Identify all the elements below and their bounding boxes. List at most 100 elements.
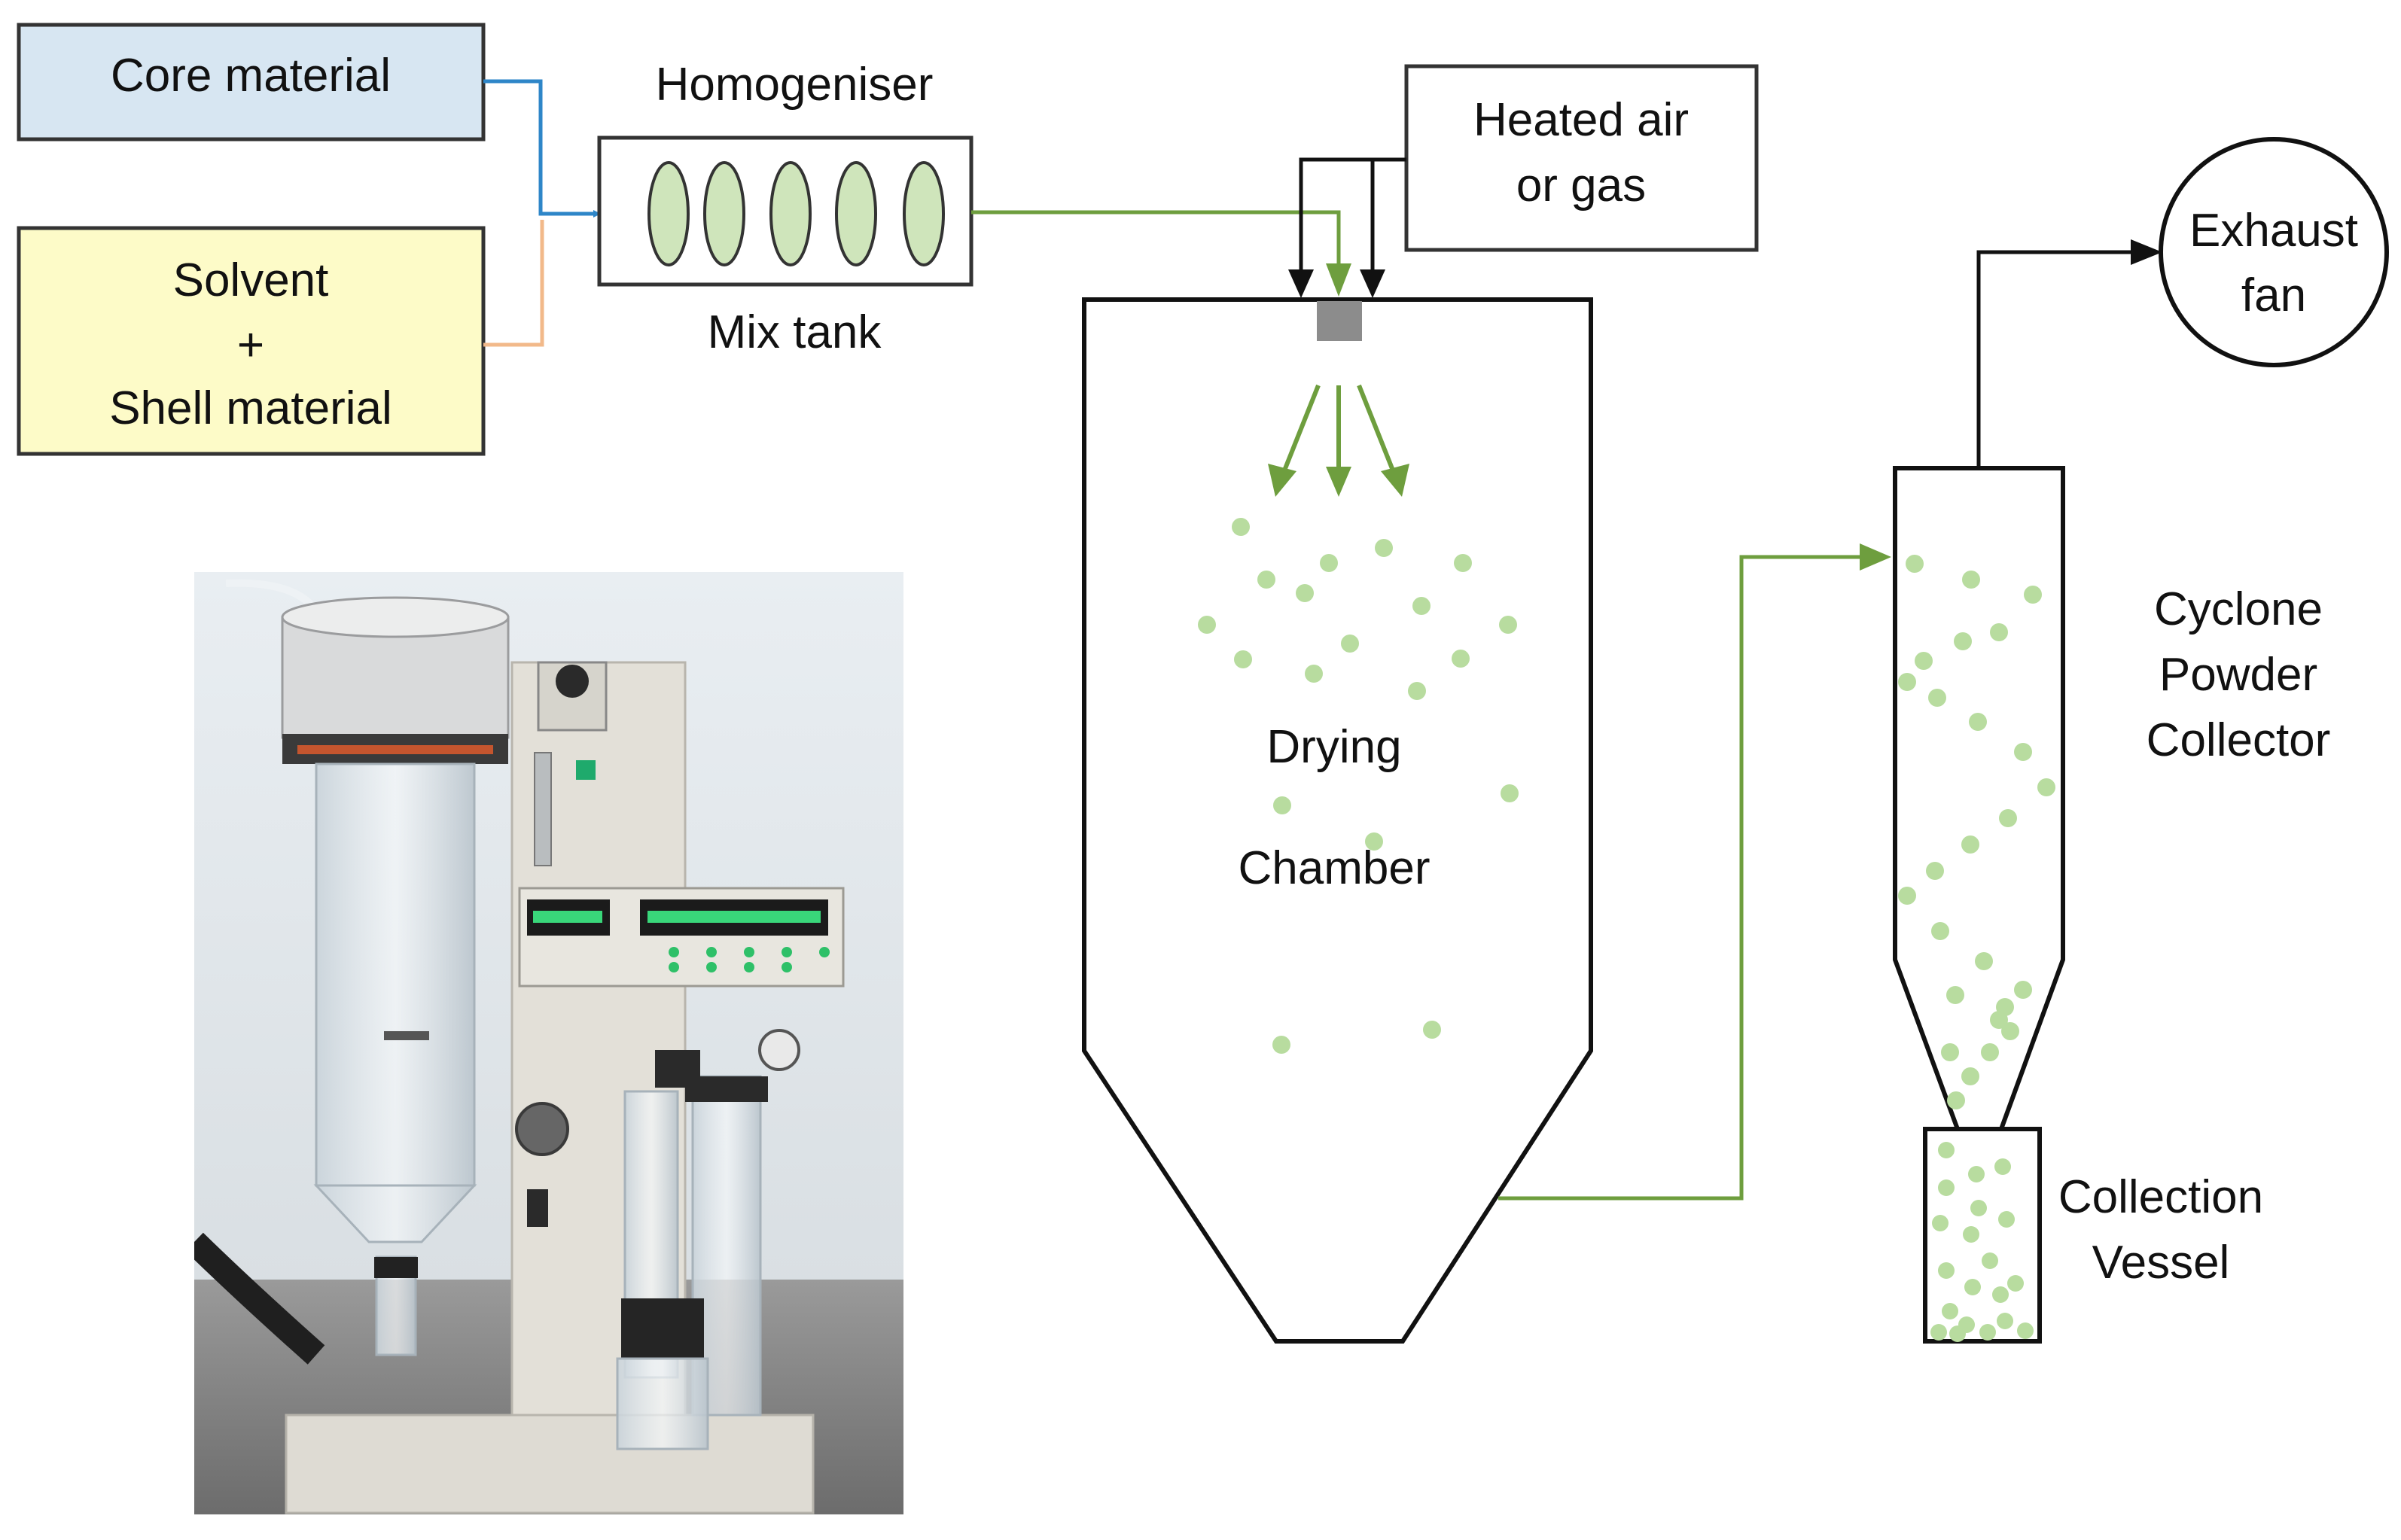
exhaust-fan: Exhaust fan: [2159, 137, 2389, 367]
vessel-particle-13: [1992, 1286, 2009, 1303]
vessel-particle-11: [1964, 1279, 1981, 1295]
drying-particles: [1198, 518, 1519, 1054]
feed-arrowhead: [1326, 263, 1351, 297]
cyclone-particle-11: [2037, 778, 2055, 796]
cyclone-particle-26: [1996, 998, 2014, 1016]
vessel-particle-17: [1930, 1324, 1947, 1341]
cyclone-particle-15: [1898, 887, 1916, 905]
vessel-particle-16: [1997, 1313, 2013, 1329]
drying-particle-16: [1501, 784, 1519, 802]
mix-ellipse-4: [835, 161, 877, 266]
mix-tank-label: Mix tank: [708, 306, 882, 358]
drying-particle-3: [1257, 571, 1275, 589]
vessel-particle-9: [1938, 1262, 1955, 1279]
heated-air-connectors: [1299, 157, 1406, 275]
cyclone-particle-13: [1961, 835, 1979, 854]
vessel-particles: [1930, 1142, 2034, 1342]
feed-line: [971, 210, 1341, 286]
drying-particle-4: [1320, 554, 1338, 572]
vessel-particle-10: [1982, 1252, 1998, 1269]
spray-arrowhead-center: [1326, 467, 1351, 497]
vessel-particle-7: [1963, 1226, 1979, 1243]
drying-particle-14: [1408, 682, 1426, 700]
shell-material-label: Shell material: [109, 382, 392, 434]
vessel-particle-19: [2017, 1322, 2034, 1339]
drying-particle-7: [1341, 635, 1359, 653]
cyclone-particle-6: [1915, 652, 1933, 670]
cyclone-particle-25: [1947, 1091, 1965, 1109]
drying-particle-11: [1234, 650, 1252, 668]
vessel-particle-20: [1949, 1325, 1966, 1342]
drying-chamber: Drying Chamber: [1082, 297, 1593, 1344]
vessel-particle-3: [1968, 1166, 1985, 1182]
heated-air-label-1: Heated air: [1473, 94, 1689, 146]
drying-particle-1: [1232, 518, 1250, 536]
core-material-connector: [483, 79, 601, 218]
spray-arrowhead-right: [1381, 464, 1409, 497]
cyclone-particle-18: [2014, 981, 2032, 999]
heated-air-box: Heated air or gas: [1404, 64, 1759, 252]
cyclone-particle-4: [1954, 632, 1972, 650]
core-material-box: Core material: [17, 23, 486, 142]
cyclone-particle-7: [1898, 673, 1916, 691]
heated-air-label-2: or gas: [1516, 160, 1646, 212]
plus-label: +: [237, 319, 264, 371]
chamber-outlet-line: [1498, 555, 1875, 1201]
vessel-particle-1: [1938, 1142, 1955, 1158]
exhaust-arrowhead: [2131, 239, 2162, 265]
drying-particle-13: [1452, 650, 1470, 668]
cyclone-particle-21: [1941, 1043, 1959, 1061]
vessel-particle-18: [1979, 1324, 1996, 1341]
drying-particle-19: [1423, 1021, 1441, 1039]
cyclone-particle-2: [1962, 571, 1980, 589]
cyclone-particle-24: [1961, 1067, 1979, 1085]
cyclone-particle-9: [1969, 713, 1987, 731]
cyclone-particle-8: [1928, 689, 1946, 707]
cyclone-particles: [1898, 555, 2055, 1109]
vessel-particle-5: [1970, 1200, 1987, 1216]
drying-particle-5: [1296, 584, 1314, 602]
cyclone-particle-23: [2001, 1022, 2019, 1040]
drying-particle-10: [1499, 616, 1517, 634]
vessel-particle-8: [1998, 1211, 2015, 1228]
drying-particle-18: [1272, 1036, 1290, 1054]
drying-particle-15: [1273, 796, 1291, 814]
cyclone-particle-19: [1946, 986, 1964, 1004]
mix-ellipse-1: [647, 161, 690, 266]
drying-particle-2: [1375, 539, 1393, 557]
cyclone-particle-14: [1926, 862, 1944, 880]
drying-particle-12: [1305, 665, 1323, 683]
collection-label: Collection: [2058, 1171, 2263, 1223]
drying-label: Drying: [1266, 721, 1401, 773]
vessel-particle-6: [1932, 1215, 1949, 1231]
mix-ellipse-5: [903, 161, 945, 266]
spray-dryer-photo: [194, 572, 903, 1514]
mix-ellipse-3: [769, 161, 812, 266]
fan-label: fan: [2241, 269, 2306, 321]
cyclone-label-3: Collector: [2147, 714, 2331, 766]
cyclone-label-1: Cyclone: [2154, 583, 2323, 635]
cyclone-particle-16: [1931, 922, 1949, 940]
homogeniser: Homogeniser Mix tank: [597, 59, 974, 358]
cyclone-label-2: Powder: [2159, 649, 2317, 701]
cyclone-powder-collector: Cyclone Powder Collector: [1893, 466, 2331, 1131]
drying-particle-8: [1454, 554, 1472, 572]
cyclone-particle-1: [1906, 555, 1924, 573]
cyclone-particle-22: [1981, 1043, 1999, 1061]
drying-particle-6: [1198, 616, 1216, 634]
cyclone-particle-17: [1975, 952, 1993, 970]
solvent-shell-box: Solvent + Shell material: [17, 226, 486, 456]
drying-particle-17: [1365, 832, 1383, 851]
homogeniser-label: Homogeniser: [656, 59, 934, 111]
atomiser-nozzle: [1317, 301, 1362, 341]
air-arrowhead-left: [1288, 269, 1314, 298]
vessel-particle-4: [1994, 1158, 2011, 1175]
vessel-label: Vessel: [2092, 1237, 2230, 1289]
mix-ellipse-2: [703, 161, 745, 266]
cyclone-particle-12: [1999, 809, 2017, 827]
exhaust-line: [1976, 250, 2132, 468]
collection-vessel: Collection Vessel: [1923, 1127, 2263, 1344]
solvent-connector: [483, 220, 544, 347]
